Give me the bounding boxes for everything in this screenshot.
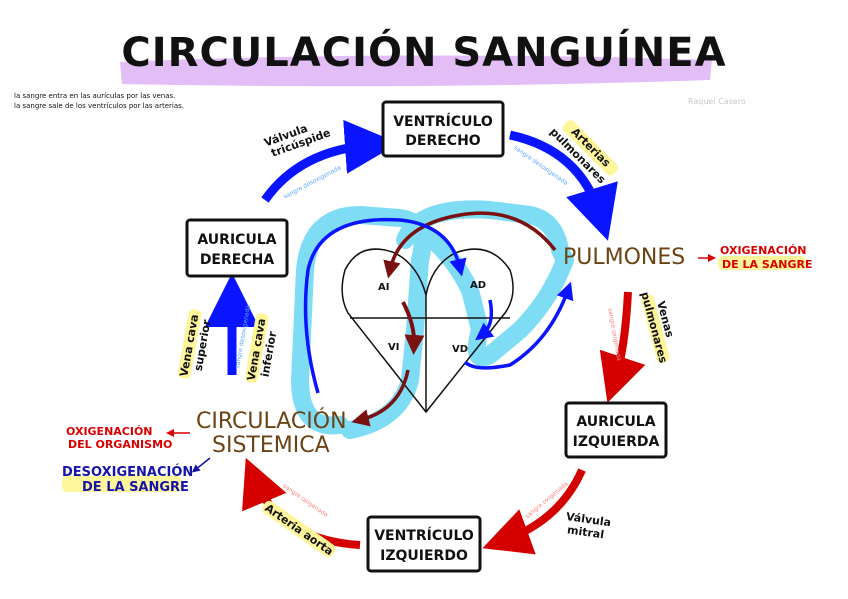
arrow-pulmonary-veins <box>599 291 646 403</box>
node-circulacion-line1: CIRCULACIÓN <box>196 408 347 434</box>
outcome-desoxigenacion-line1: DESOXIGENACIÓN <box>62 464 193 480</box>
flow-lungs-to-ai <box>383 211 557 279</box>
title-highlight <box>120 55 712 87</box>
arrow-pulmonary-arteries <box>509 130 618 241</box>
chamber-vi: VI <box>388 342 399 353</box>
box-auricula-derecha: AURICULA DERECHA <box>185 218 289 278</box>
node-circulacion-line2: SISTEMICA <box>212 433 330 458</box>
blood-label-pulmonary-veins: sangre oxigenada <box>606 307 622 361</box>
chamber-ad: AD <box>470 280 486 291</box>
box-ventriculo-derecho: VENTRÍCULO DERECHO <box>381 100 505 158</box>
chamber-ai: AI <box>378 282 389 293</box>
node-pulmones: PULMONES <box>563 245 685 270</box>
flow-vd-to-lungs <box>463 281 574 370</box>
title-group: CIRCULACIÓN SANGUÍNEA <box>120 28 726 87</box>
label-arteria-aorta: Arteria aorta <box>261 500 336 558</box>
label-vena-cava-inferior: Vena cava inferior <box>245 313 279 383</box>
outcome-pulmones-line2: DE LA SANGRE <box>722 258 812 271</box>
author-credit: Raquel Casero <box>688 97 746 106</box>
arrow-tricuspid <box>261 119 399 203</box>
highlight-desoxigenacion <box>62 476 182 492</box>
svg-text:AURICULA: AURICULA <box>197 232 276 248</box>
box-auricula-izquierda: AURICULA IZQUIERDA <box>564 401 668 459</box>
svg-text:VENTRÍCULO: VENTRÍCULO <box>393 113 493 130</box>
note-line-2: la sangre sale de los ventrículos por la… <box>14 102 184 110</box>
heart-diagram: AI AD VI VD <box>341 248 514 414</box>
box-ventriculo-izquierdo: VENTRÍCULO IZQUIERDO <box>366 515 482 573</box>
flow-ad-to-vd <box>475 299 495 341</box>
label-venas-pulmonares: Venas pulmonares <box>638 290 676 364</box>
flow-systemic-to-ad <box>303 217 467 394</box>
svg-text:mitral: mitral <box>566 523 605 541</box>
chamber-vd: VD <box>452 344 468 355</box>
blood-label-pulmonary-arteries: sangre desoxigenada <box>512 144 569 187</box>
svg-text:AURICULA: AURICULA <box>576 414 655 430</box>
label-vena-cava-superior: Vena cava superior <box>177 309 214 379</box>
svg-text:IZQUIERDO: IZQUIERDO <box>380 548 468 564</box>
label-valvula-mitral: Válvula mitral <box>565 510 612 541</box>
outcome-organismo-line2: DEL ORGANISMO <box>68 438 172 451</box>
outcome-pulmones-line1: OXIGENACIÓN <box>720 244 807 257</box>
svg-text:VENTRÍCULO: VENTRÍCULO <box>374 527 474 544</box>
note-line-1: la sangre entra en las aurículas por las… <box>14 92 175 100</box>
outcome-desoxigenacion-line2: DE LA SANGRE <box>82 480 189 495</box>
flow-ai-to-vi <box>401 301 425 355</box>
page-title: CIRCULACIÓN SANGUÍNEA <box>121 28 726 76</box>
svg-text:DERECHA: DERECHA <box>200 252 275 268</box>
svg-text:Válvula: Válvula <box>565 510 612 529</box>
svg-text:DERECHO: DERECHO <box>405 133 481 149</box>
arrow-to-desoxigenacion <box>191 457 211 473</box>
arrow-mitral <box>482 468 586 555</box>
circulation-highlight <box>291 200 574 439</box>
svg-text:IZQUIERDA: IZQUIERDA <box>573 434 660 450</box>
flow-vi-to-systemic <box>351 369 410 427</box>
highlight-oxigenacion-sangre <box>718 256 806 270</box>
outcome-organismo-line1: OXIGENACIÓN <box>66 425 153 438</box>
